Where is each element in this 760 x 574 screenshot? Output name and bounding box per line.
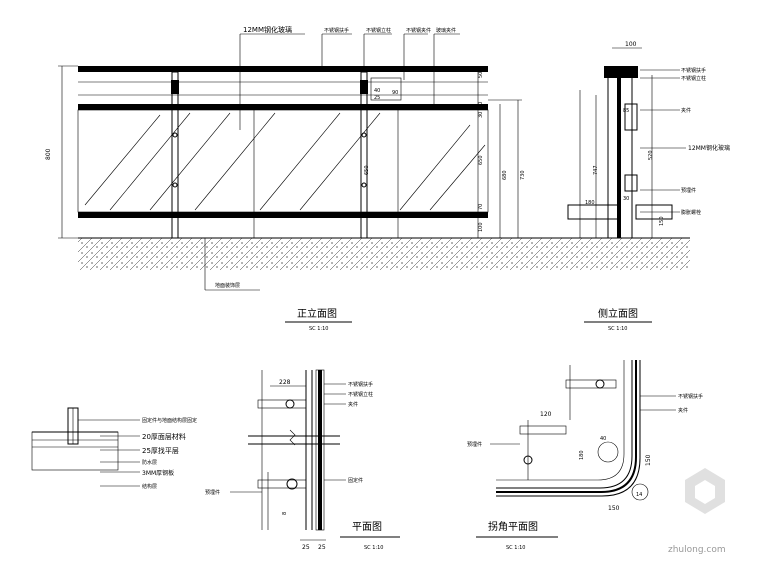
dim-glass-height: 650 xyxy=(478,155,484,165)
svg-text:3MM厚钢板: 3MM厚钢板 xyxy=(142,469,174,477)
svg-text:不锈钢扶手: 不锈钢扶手 xyxy=(348,381,373,388)
svg-text:玻璃夹件: 玻璃夹件 xyxy=(436,27,456,34)
svg-text:85: 85 xyxy=(623,108,629,114)
corner-labels: 不锈钢扶手 夹件 预埋件 xyxy=(467,393,703,448)
svg-text:SC 1:10: SC 1:10 xyxy=(309,326,328,332)
svg-text:不锈钢扶手: 不锈钢扶手 xyxy=(324,27,349,34)
label-glass: 12MM钢化玻璃 xyxy=(243,25,292,34)
svg-text:20厚面层材料: 20厚面层材料 xyxy=(142,432,186,441)
label-ground: 地面装饰层 xyxy=(215,282,240,289)
svg-text:SC 1:10: SC 1:10 xyxy=(364,545,383,551)
front-elevation-title: 正立面图 xyxy=(297,307,337,320)
svg-text:180: 180 xyxy=(585,200,595,206)
svg-text:8: 8 xyxy=(282,512,288,515)
svg-text:747: 747 xyxy=(593,165,599,175)
right-dimensions: 50 40 30 650 70 100 680 730 xyxy=(477,66,526,238)
top-leader-labels: 12MM钢化玻璃 不锈钢扶手 不锈钢立柱 不锈钢夹件 玻璃夹件 xyxy=(239,25,460,130)
plan-title: 平面图 xyxy=(352,521,382,533)
watermark-logo xyxy=(685,468,725,514)
svg-text:40: 40 xyxy=(478,102,484,108)
svg-text:40: 40 xyxy=(600,436,606,442)
svg-text:100: 100 xyxy=(625,41,637,48)
svg-text:不锈钢立柱: 不锈钢立柱 xyxy=(366,27,391,34)
svg-text:25: 25 xyxy=(302,544,310,551)
dim-730: 730 xyxy=(520,170,526,180)
svg-text:25厚找平层: 25厚找平层 xyxy=(142,446,179,455)
svg-text:不锈钢夹件: 不锈钢夹件 xyxy=(406,27,431,34)
svg-text:不锈钢立柱: 不锈钢立柱 xyxy=(681,75,706,82)
svg-text:预埋件: 预埋件 xyxy=(467,441,482,448)
svg-text:预埋件: 预埋件 xyxy=(205,489,220,496)
plan-labels: 不锈钢扶手 不锈钢立柱 夹件 固定件 预埋件 xyxy=(205,381,373,496)
svg-text:120: 120 xyxy=(540,411,552,418)
handrail-bottom xyxy=(78,212,488,218)
svg-text:夹件: 夹件 xyxy=(681,107,691,114)
svg-text:50: 50 xyxy=(478,72,484,78)
svg-text:150: 150 xyxy=(608,505,620,512)
svg-text:150: 150 xyxy=(645,454,652,466)
dim-680: 680 xyxy=(502,170,508,180)
svg-text:40: 40 xyxy=(374,88,380,94)
svg-text:防水层: 防水层 xyxy=(142,459,157,466)
side-elevation-title: 侧立面图 xyxy=(598,307,638,320)
handrail-top xyxy=(78,66,488,72)
glass-hatch xyxy=(84,112,486,211)
side-handrail xyxy=(604,66,638,78)
svg-text:30: 30 xyxy=(478,112,484,118)
svg-text:12MM钢化玻璃: 12MM钢化玻璃 xyxy=(688,144,730,152)
post-left xyxy=(171,71,179,239)
corner-plan-view: 120 150 150 180 14 40 不锈钢扶手 夹件 预埋件 拐角平面图… xyxy=(467,360,703,551)
svg-text:520: 520 xyxy=(648,150,654,160)
svg-text:夹件: 夹件 xyxy=(678,407,688,414)
dim-overall-height: 800 xyxy=(45,148,52,160)
svg-text:90: 90 xyxy=(392,90,398,96)
svg-text:结构层: 结构层 xyxy=(142,483,157,490)
svg-text:25: 25 xyxy=(374,95,380,101)
svg-text:预埋件: 预埋件 xyxy=(681,187,696,194)
svg-text:150: 150 xyxy=(659,216,665,226)
svg-text:SC 1:10: SC 1:10 xyxy=(506,545,525,551)
svg-text:不锈钢扶手: 不锈钢扶手 xyxy=(678,393,703,400)
svg-text:30: 30 xyxy=(623,196,629,202)
svg-text:25: 25 xyxy=(318,544,326,551)
handrail-mid xyxy=(78,104,488,110)
side-elevation: 747 520 100 180 85 30 150 不锈钢扶手 不锈钢立柱 夹件… xyxy=(540,41,730,332)
section-detail: 固定件与地面结构层固定 20厚面层材料 25厚找平层 防水层 3MM厚钢板 结构… xyxy=(31,407,197,490)
corner-plan-title: 拐角平面图 xyxy=(488,520,538,533)
plan-view: 228 25 25 8 不锈钢扶手 不锈钢立柱 夹件 固定件 预埋件 平面图 S… xyxy=(205,369,400,551)
svg-text:100: 100 xyxy=(478,222,484,232)
watermark-text: zhulong.com xyxy=(668,545,726,555)
side-labels: 不锈钢扶手 不锈钢立柱 夹件 12MM钢化玻璃 预埋件 膨胀螺栓 xyxy=(640,67,730,216)
svg-text:不锈钢扶手: 不锈钢扶手 xyxy=(681,67,706,74)
svg-text:228: 228 xyxy=(279,379,291,386)
svg-text:14: 14 xyxy=(636,492,642,498)
svg-text:固定件与地面结构层固定: 固定件与地面结构层固定 xyxy=(142,417,197,424)
svg-text:膨胀螺栓: 膨胀螺栓 xyxy=(681,209,701,216)
side-glass xyxy=(617,75,621,238)
svg-text:70: 70 xyxy=(478,204,484,210)
svg-text:650: 650 xyxy=(364,165,370,175)
svg-text:SC 1:10: SC 1:10 xyxy=(608,326,627,332)
svg-text:不锈钢立柱: 不锈钢立柱 xyxy=(348,391,373,398)
svg-text:固定件: 固定件 xyxy=(348,477,363,484)
svg-text:180: 180 xyxy=(579,450,585,460)
section-labels: 固定件与地面结构层固定 20厚面层材料 25厚找平层 防水层 3MM厚钢板 结构… xyxy=(78,417,197,490)
front-elevation: 800 50 40 30 650 70 100 680 730 650 40 2… xyxy=(45,25,688,332)
svg-text:夹件: 夹件 xyxy=(348,401,358,408)
